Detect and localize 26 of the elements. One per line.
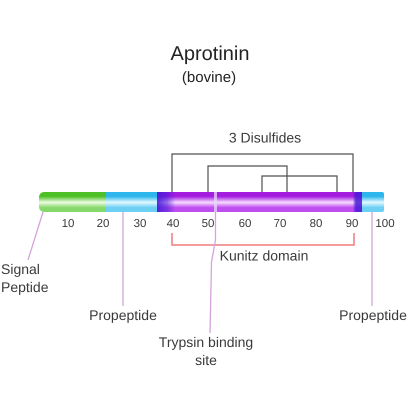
- domain-label: Kunitz domain: [220, 248, 308, 264]
- leader-line: [27, 212, 44, 260]
- peptide-segment: [362, 192, 384, 212]
- residue-number: 20: [96, 216, 110, 232]
- segment-label: Trypsin binding site: [150, 333, 262, 369]
- residue-number: 40: [166, 216, 180, 232]
- title: Aprotinin: [170, 43, 250, 65]
- segment-label: Propeptide: [332, 306, 414, 324]
- residue-number: 100: [375, 216, 395, 232]
- leader-line: [209, 212, 216, 334]
- residue-number: 60: [238, 216, 252, 232]
- peptide-segment: [106, 192, 157, 212]
- bracket-label: 3 Disulfides: [228, 130, 302, 146]
- leader-line: [371, 212, 373, 306]
- residue-number: 10: [62, 216, 74, 232]
- residue-number: 50: [202, 216, 214, 232]
- binding-site-mark: [214, 192, 217, 212]
- segment-label: Signal Peptide: [1, 260, 61, 296]
- residue-number: 90: [346, 216, 358, 232]
- segment-label: Propeptide: [82, 306, 164, 324]
- residue-number: 30: [134, 216, 146, 232]
- residue-number: 70: [274, 216, 286, 232]
- leader-line: [122, 212, 124, 306]
- residue-number: 80: [310, 216, 322, 232]
- peptide-segment: [39, 192, 106, 212]
- subtitle: (bovine): [182, 69, 236, 87]
